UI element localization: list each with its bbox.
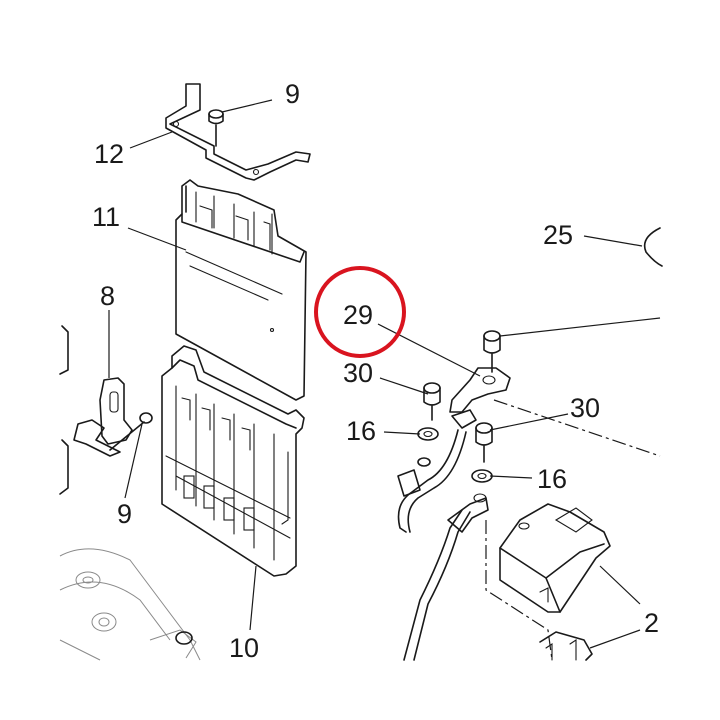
lower-frame (59, 548, 201, 661)
callout-8: 8 (100, 281, 115, 311)
bracket-8 (73, 377, 133, 457)
screw-9-lower (109, 412, 153, 451)
highlight-circle-29 (314, 266, 406, 358)
callout-30-left: 30 (343, 358, 373, 388)
part-25 (643, 227, 663, 267)
washer-16-left (417, 427, 439, 441)
callout-12: 12 (94, 139, 124, 169)
callout-25: 25 (543, 220, 573, 250)
callout-10: 10 (229, 633, 259, 663)
callout-9-top: 9 (285, 79, 300, 109)
callout-16-left: 16 (346, 416, 376, 446)
bolt-30-left (423, 382, 441, 421)
screw-9-top (208, 109, 224, 147)
callout-9-lower: 9 (117, 499, 132, 529)
ground-cable-b (403, 493, 489, 661)
ecu-holder-10 (161, 345, 305, 577)
frame-edge-left (59, 325, 69, 495)
relay-connector (539, 631, 593, 661)
ground-cable-a (397, 429, 467, 533)
bolt-30-right (475, 422, 493, 463)
bolt-29-top (483, 330, 501, 373)
relay-box-2 (499, 503, 611, 613)
washer-16-right (471, 469, 493, 483)
ecu-module-11 (175, 179, 307, 401)
ground-strap-29 (449, 367, 511, 429)
leader-lines (108, 99, 661, 649)
callout-29: 29 (343, 300, 373, 330)
callout-2-upper: 2 (644, 608, 659, 638)
bracket-12 (165, 83, 311, 181)
callout-16-right: 16 (537, 464, 567, 494)
callout-30-right: 30 (570, 393, 600, 423)
callout-11: 11 (92, 202, 120, 232)
